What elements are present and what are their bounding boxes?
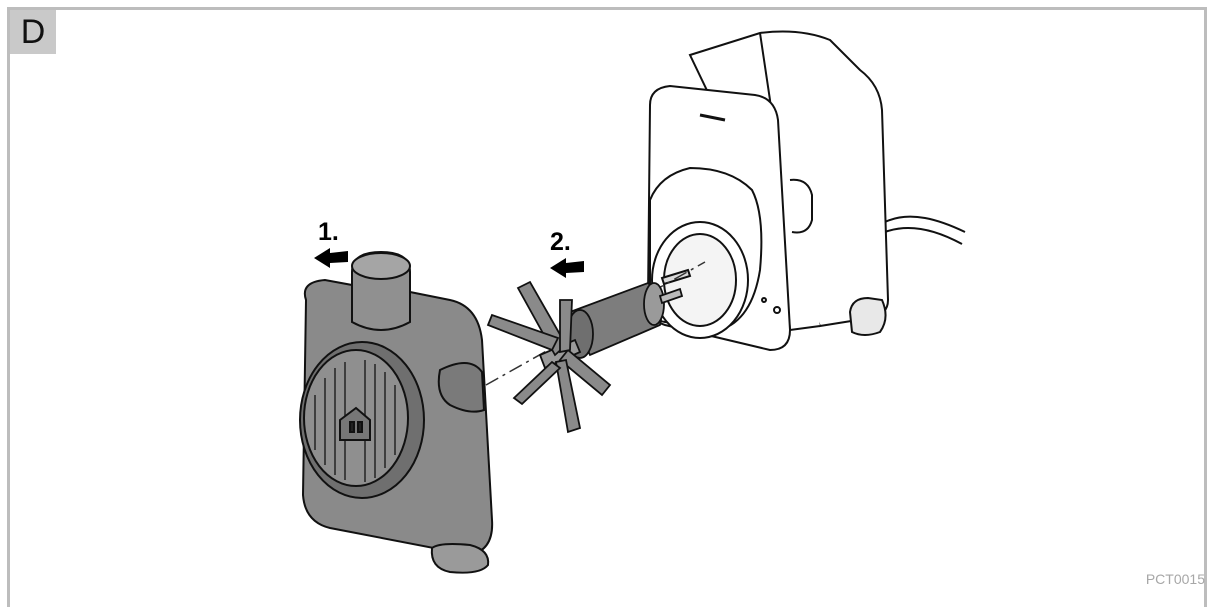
assembly-axis-line	[485, 261, 706, 386]
pump-disassembly-illustration: 1. 2.	[299, 30, 966, 574]
arrow-left-icon	[314, 248, 348, 268]
impeller-rotor	[486, 280, 684, 434]
pump-motor-body	[646, 30, 966, 352]
figure-frame	[7, 7, 1207, 607]
step-2: 2.	[550, 228, 584, 278]
step-1-label: 1.	[318, 218, 339, 246]
reference-code: PCT0015	[1145, 571, 1205, 587]
step-1: 1.	[314, 218, 348, 268]
step-2-label: 2.	[550, 228, 571, 256]
section-badge: D	[10, 10, 56, 54]
intake-cover	[299, 250, 494, 574]
arrow-left-icon	[550, 258, 584, 278]
